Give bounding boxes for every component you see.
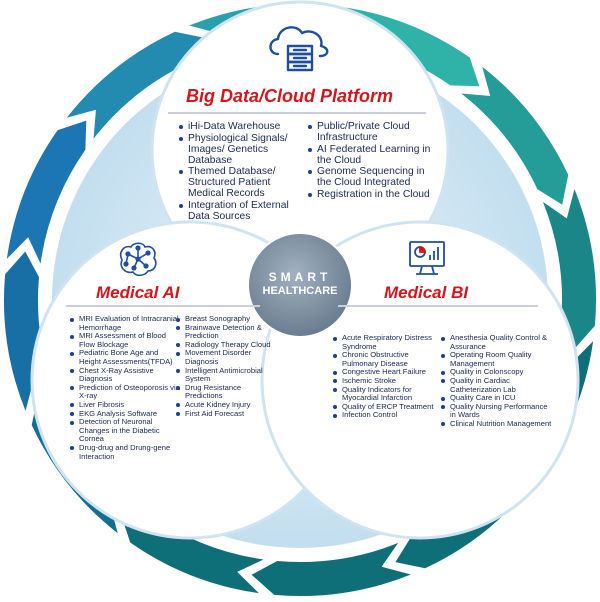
analytics-monitor-icon — [409, 241, 445, 275]
list-item: Physiological Signals/ Images/ Genetics … — [179, 133, 307, 166]
list-item: Quality of ERCP Treatment — [333, 402, 441, 412]
list-item: Themed Database/ Structured Patient Medi… — [179, 166, 307, 199]
medical-ai-list-left: MRI Evaluation of Intracranial Hemorrhag… — [70, 314, 182, 461]
list-item: Infection Control — [333, 411, 441, 420]
list-item: Quality in Colonscopy — [441, 368, 553, 377]
ring-arrow-segment — [251, 542, 411, 596]
list-item: Quality Care in ICU — [441, 394, 553, 403]
list-item: Acute Kidney Injury — [176, 400, 272, 410]
list-item: Congestive Heart Failure — [333, 368, 441, 377]
list-item: AI Federated Learning in the Cloud — [308, 144, 432, 166]
list-item: Quality in Cardiac Catheterization Lab — [441, 376, 553, 394]
list-item: Ischemic Stroke — [333, 376, 441, 386]
medical-bi-title: Medical BI — [384, 283, 469, 302]
list-item: Drug Resistance Predictions — [176, 383, 272, 401]
list-item: Chronic Obstructive Pulmonary Disease — [333, 350, 441, 368]
ring-arrow-segment — [542, 189, 596, 349]
big-data-title: Big Data/Cloud Platform — [186, 86, 394, 106]
smart-healthcare-hub — [247, 232, 353, 338]
list-item: Detection of Neuronal Changes in the Dia… — [70, 417, 182, 444]
list-item: Liver Fibrosis — [70, 400, 182, 410]
medical-ai-title-rule — [66, 305, 260, 307]
list-item: Anesthesia Quality Control & Assurance — [441, 333, 553, 351]
list-item: First Aid Forecast — [176, 409, 272, 419]
list-item: Clinical Nutrition Management — [441, 419, 553, 429]
brain-network-icon — [119, 242, 157, 277]
list-item: iHi-Data Warehouse — [179, 121, 307, 132]
list-item: MRI Assessment of Blood Flow Blockage — [70, 331, 182, 349]
list-item: Brainwave Detection & Prediction — [176, 323, 272, 341]
list-item: Genome Sequencing in the Cloud Integrate… — [308, 166, 432, 188]
list-item: Chest X-Ray Assistive Diagnosis — [70, 366, 182, 384]
list-item: Public/Private Cloud Infrastructure — [308, 121, 432, 143]
list-item: Intelligent Antimicrobial System — [176, 366, 272, 384]
list-item: Movement Disorder Diagnosis — [176, 349, 272, 366]
big-data-title-rule — [168, 112, 426, 114]
medical-bi-title-rule — [338, 305, 538, 307]
list-item: Quality Nursing Performance in Wards — [441, 402, 553, 420]
list-item: Integration of External Data Sources — [179, 200, 307, 222]
list-item: Breast Sonography — [176, 314, 272, 324]
ring-arrow-segment — [461, 66, 569, 205]
medical-ai-title: Medical AI — [96, 283, 180, 302]
list-item: Registration in the Cloud — [308, 189, 432, 200]
smart-healthcare-label: SMART HEALTHCARE — [245, 270, 355, 297]
center-label-line1: SMART — [268, 270, 332, 284]
center-label-line2: HEALTHCARE — [262, 285, 338, 297]
list-item: MRI Evaluation of Intracranial Hemorrhag… — [70, 314, 182, 332]
list-item: Pediatric Bone Age and Height Assessment… — [70, 349, 182, 366]
list-item: Drug-drug and Drung-gene Interaction — [70, 443, 182, 461]
list-item: Acute Respiratory Distress Syndrome — [333, 333, 441, 351]
list-item: Operating Room Quality Management — [441, 350, 553, 368]
list-item: Quality Indicators for Myocardial Infarc… — [333, 385, 441, 403]
list-item: Prediction of Osteoporosis via X-ray — [70, 383, 182, 401]
list-item: EKG Analysis Software — [70, 409, 182, 419]
ring-arrow-segment — [6, 120, 87, 264]
cloud-server-icon — [269, 26, 329, 72]
list-item: Radiology Therapy Cloud — [176, 340, 272, 350]
ring-arrow-segment — [66, 31, 205, 139]
